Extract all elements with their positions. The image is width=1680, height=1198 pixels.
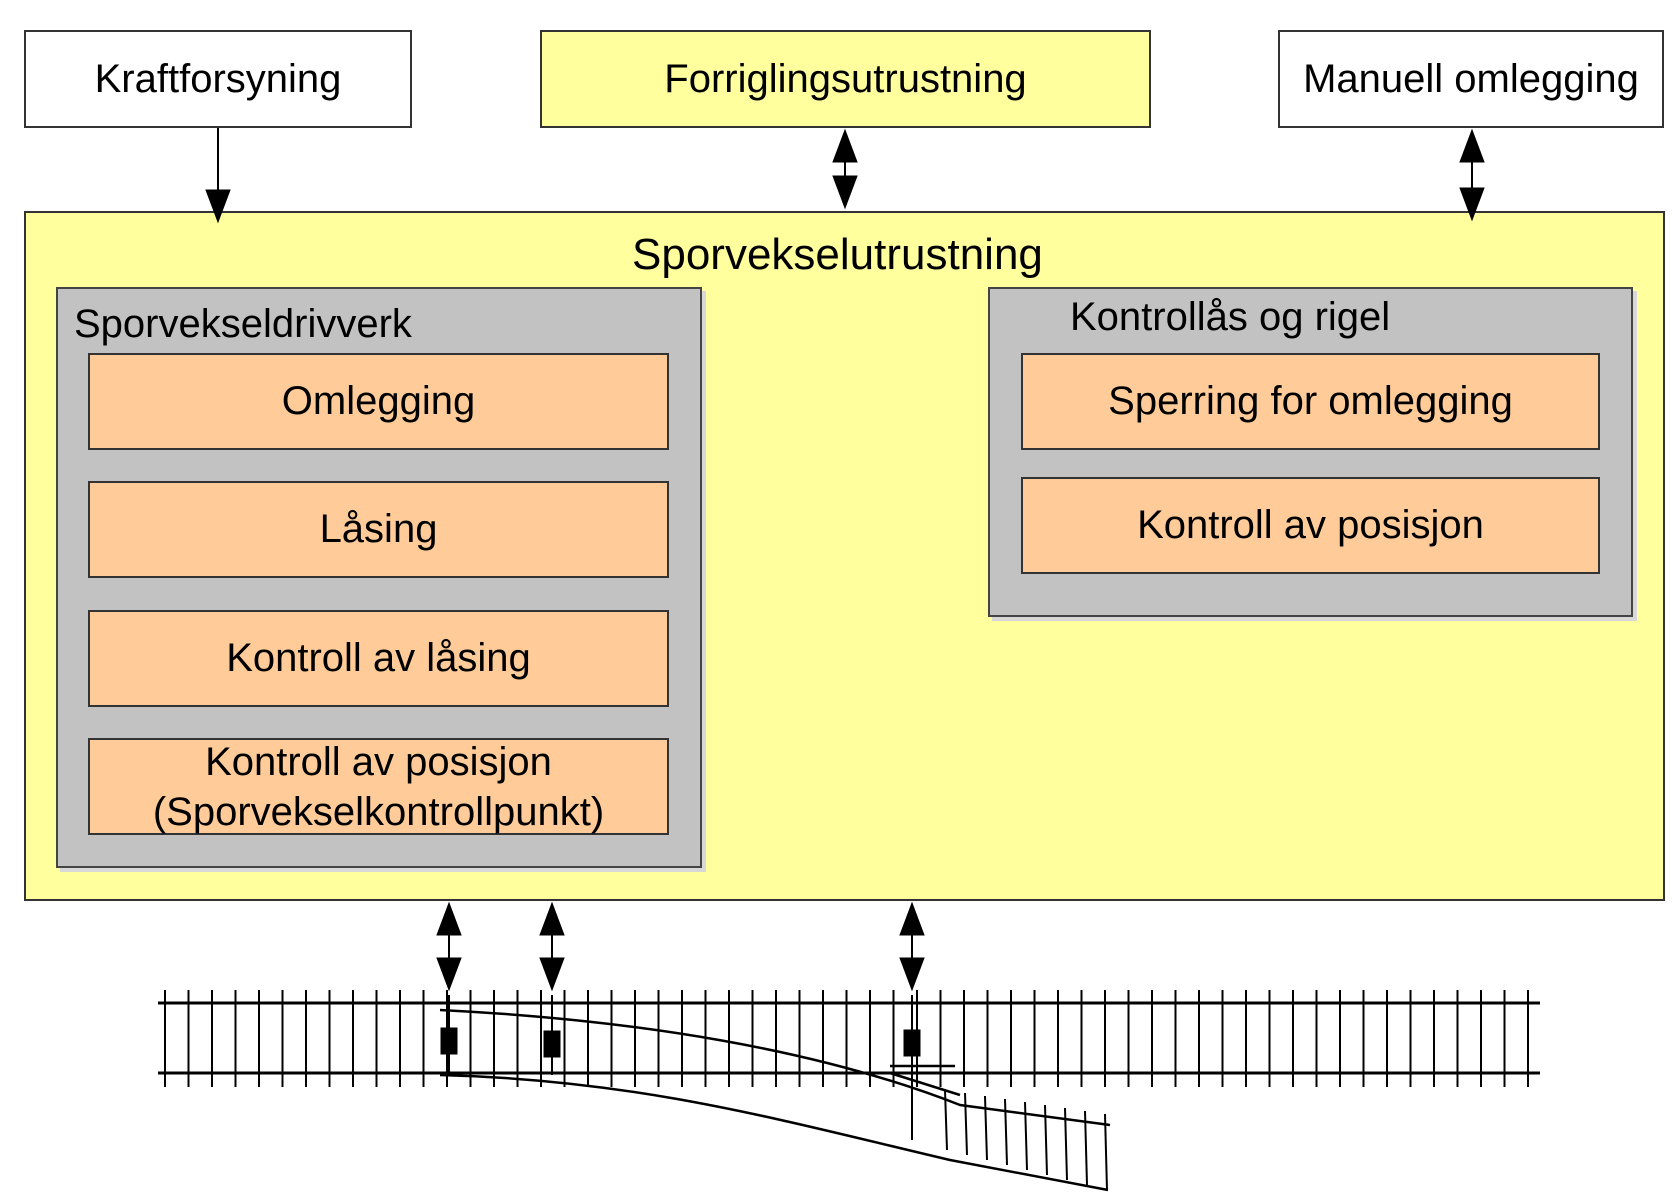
drive-item-throwing: Omlegging xyxy=(88,353,669,450)
drive-item-lock-detection: Kontroll av låsing xyxy=(88,610,669,707)
interlocking-box: Forriglingsutrustning xyxy=(540,30,1151,128)
interlocking-label: Forriglingsutrustning xyxy=(664,56,1027,101)
track-arrow-2 xyxy=(539,901,565,992)
diverging-sleeper xyxy=(1084,1110,1088,1186)
drive-item-locking: Låsing xyxy=(88,481,669,578)
diverging-rails xyxy=(439,1008,1111,1192)
power-supply-label: Kraftforsyning xyxy=(94,56,342,101)
drive-item-position-detection: Kontroll av posisjon (Sporvekselkontroll… xyxy=(88,738,669,835)
switch-equipment-title: Sporvekselutrustning xyxy=(632,230,1043,279)
track-arrow-1 xyxy=(436,901,462,992)
detection-points xyxy=(440,995,921,1140)
power-supply-box: Kraftforsyning xyxy=(24,30,412,128)
drive-item-lock-detection-label: Kontroll av låsing xyxy=(226,636,531,680)
lock-item-throw-blocking-label: Sperring for omlegging xyxy=(1108,379,1513,423)
track-sleepers xyxy=(164,990,1529,1087)
drive-item-position-line2: (Sporvekselkontrollpunkt) xyxy=(152,789,605,834)
detector-lock-title: Kontrollås og rigel xyxy=(1070,295,1391,339)
interlocking-arrow xyxy=(832,128,858,210)
drive-item-throwing-label: Omlegging xyxy=(281,379,476,423)
diverging-sleeper xyxy=(1004,1098,1008,1166)
manual-arrow xyxy=(1459,128,1485,222)
manual-operation-box: Manuell omlegging xyxy=(1278,30,1664,128)
drive-item-position-line1: Kontroll av posisjon xyxy=(205,739,552,784)
diverging-sleeper xyxy=(964,1092,968,1156)
drive-item-locking-label: Låsing xyxy=(319,507,438,551)
track-arrow-3 xyxy=(899,901,925,992)
straight-rails xyxy=(158,1001,1540,1075)
diverging-sleeper xyxy=(1104,1113,1108,1191)
lock-item-throw-blocking: Sperring for omlegging xyxy=(1021,353,1600,450)
switch-drive-title: Sporvekseldrivverk xyxy=(74,302,412,346)
power-arrow xyxy=(205,128,231,224)
lock-item-position-detection: Kontroll av posisjon xyxy=(1021,477,1600,574)
lock-item-position-detection-label: Kontroll av posisjon xyxy=(1137,503,1484,547)
diverging-sleeper xyxy=(984,1095,988,1161)
diverging-sleeper xyxy=(1024,1101,1028,1171)
manual-operation-label: Manuell omlegging xyxy=(1303,56,1639,101)
